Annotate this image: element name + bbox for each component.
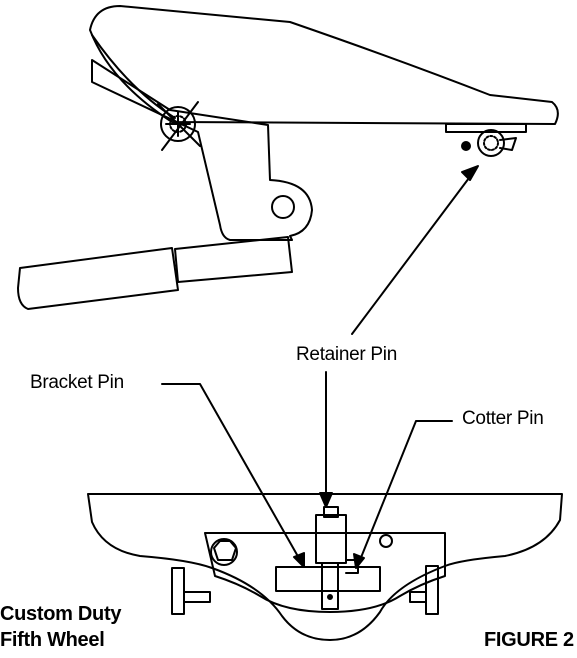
bolt-icon <box>210 538 238 566</box>
diagram-caption: Custom Duty Fifth Wheel <box>0 601 121 653</box>
retainer-pin-down-leader <box>319 371 333 508</box>
vertical-pin <box>321 562 339 610</box>
retainer-pin-leader <box>351 165 479 335</box>
retainer-pin-head-icon <box>445 123 527 157</box>
retainer-pin-block <box>315 514 347 564</box>
mounting-hole <box>379 534 393 548</box>
release-handle-assembly <box>17 5 559 310</box>
bracket-pin-leader <box>161 383 305 568</box>
fifth-wheel-recess <box>204 532 446 613</box>
caption-line-1: Custom Duty <box>0 603 122 625</box>
caption-line-2: Fifth Wheel <box>0 629 105 651</box>
handle-rod <box>174 236 293 283</box>
left-bracket-leg <box>171 567 211 615</box>
cotter-pin-label: Cotter Pin <box>462 408 544 429</box>
bracket-pin-bar <box>275 566 381 592</box>
retainer-pin-label: Retainer Pin <box>296 344 397 365</box>
right-bracket-leg <box>409 565 439 615</box>
fifth-wheel-plate-top <box>89 5 559 125</box>
pivot-crosshair-icon <box>157 101 201 151</box>
fifth-wheel-side-view <box>87 493 563 641</box>
handle-grip <box>17 247 179 310</box>
bracket-pin-label: Bracket Pin <box>30 372 124 393</box>
figure-label: FIGURE 2 <box>484 629 574 651</box>
cotter-pin-leader <box>353 420 453 569</box>
fifth-wheel-body <box>87 493 563 641</box>
handle-bracket <box>91 59 313 241</box>
bracket-hole <box>271 195 295 219</box>
